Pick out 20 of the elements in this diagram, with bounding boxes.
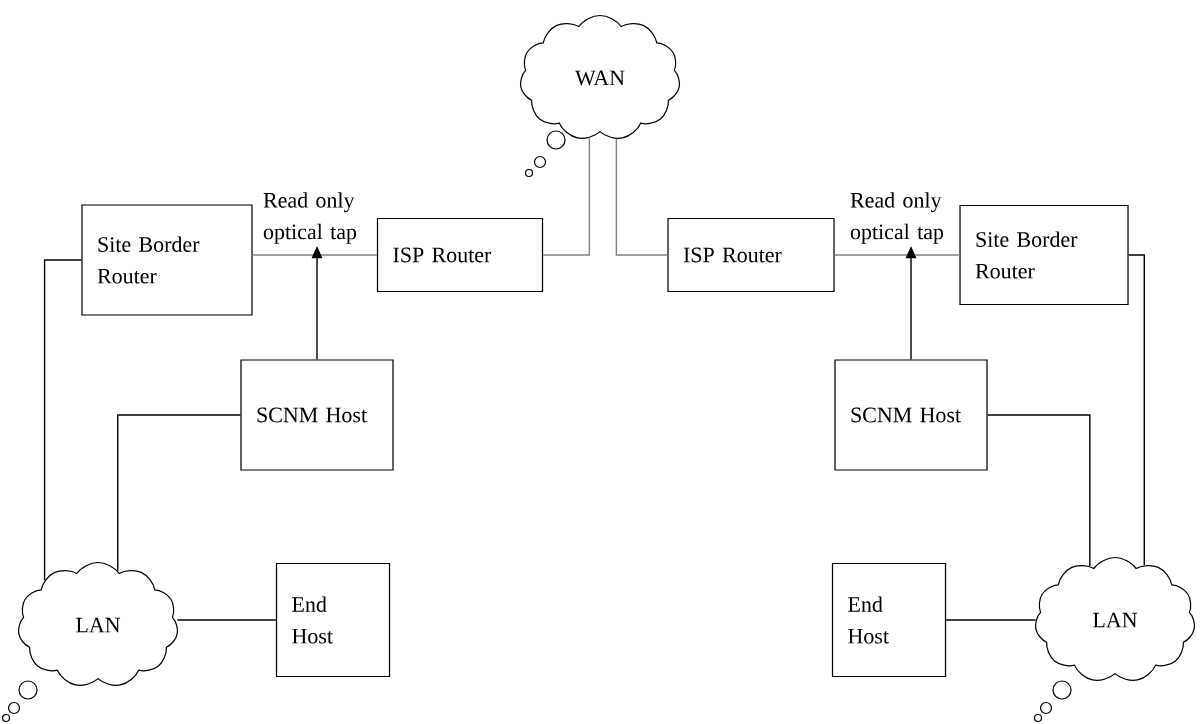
- device-box: Site Border Router: [81, 204, 253, 316]
- device-box: End Host: [831, 562, 947, 678]
- connector-line: [542, 137, 591, 256]
- connector-line: [251, 254, 378, 256]
- connector-line: [176, 619, 277, 621]
- connector-line: [986, 414, 1091, 567]
- device-box: Site Border Router: [959, 204, 1129, 306]
- device-box: SCNM Host: [240, 359, 394, 471]
- device-box: ISP Router: [376, 217, 544, 293]
- connector-line: [833, 254, 961, 256]
- connector-line: [117, 414, 242, 572]
- tap-label: Read only optical tap: [263, 192, 357, 244]
- device-box: ISP Router: [667, 217, 835, 293]
- connector-line: [1127, 254, 1145, 566]
- connector-line: [615, 138, 669, 256]
- device-box: SCNM Host: [834, 359, 988, 471]
- tap-label: Read only optical tap: [850, 192, 944, 244]
- connector-line: [43, 259, 83, 581]
- connector-line: [945, 619, 1037, 621]
- device-box: End Host: [275, 562, 391, 678]
